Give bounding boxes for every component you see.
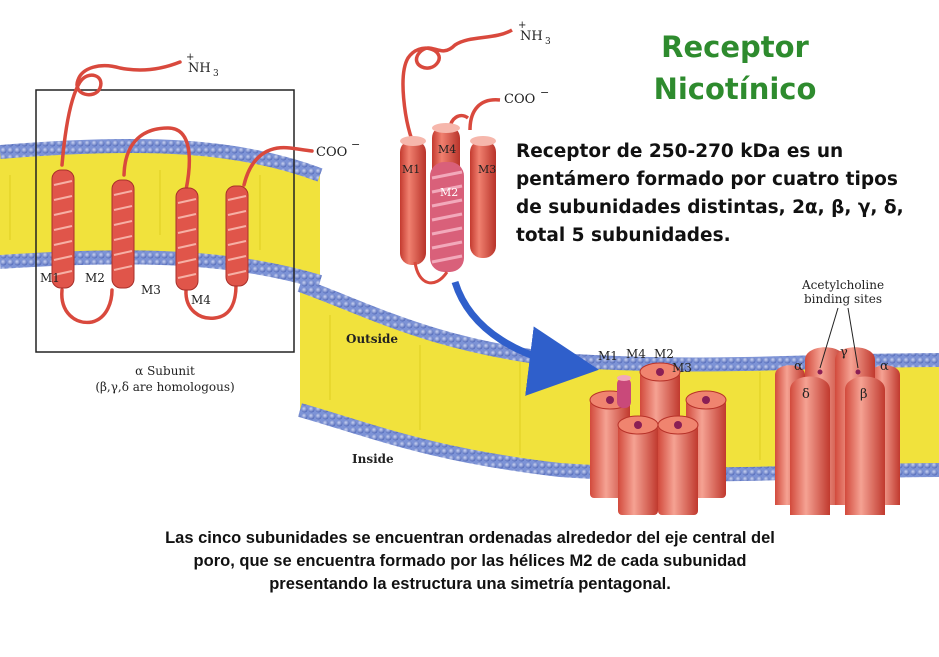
subunit-delta-label: δ (802, 387, 810, 402)
left-c-minus: − (351, 138, 360, 151)
binding-sites-label-line1: Acetylcholine (801, 278, 884, 292)
center-c-terminus: COO (504, 92, 535, 107)
description-line-4: total 5 subunidades. (516, 225, 731, 246)
left-helix-m1-label: M1 (40, 271, 60, 285)
inside-label: Inside (352, 452, 394, 466)
subunit-alpha1-label: α (794, 359, 803, 374)
center-helix-bundle (400, 28, 513, 285)
description-line-3: de subunidades distintas, 2α, β, γ, δ, (516, 197, 904, 218)
center-helix-m3-label: M3 (478, 163, 496, 176)
subunit-gamma-label: γ (840, 345, 848, 360)
description-block: Receptor de 250-270 kDa es un pentámero … (516, 138, 934, 250)
binding-pointer-right (847, 307, 859, 369)
caption-line-1: Las cinco subunidades se encuentran orde… (165, 529, 775, 547)
description-line-1: Receptor de 250-270 kDa es un (516, 141, 844, 162)
caption-line-3: presentando la estructura una simetría p… (269, 575, 671, 593)
page-title: Receptor Nicotínico (610, 26, 860, 110)
subunit-panel-frame (35, 89, 295, 353)
title-line-2: Nicotínico (653, 72, 817, 106)
alpha-subunit-topology (60, 60, 314, 325)
caption-line-2: poro, que se encuentra formado por las h… (193, 552, 747, 570)
pentamer-m2-label: M2 (654, 347, 674, 361)
left-n-sub: 3 (213, 69, 219, 79)
left-n-plus: + (186, 52, 194, 63)
pentamer-m3-label: M3 (672, 361, 692, 375)
assembly-arrow (451, 280, 599, 396)
outside-label: Outside (346, 332, 398, 346)
description-line-2: pentámero formado por cuatro tipos (516, 169, 898, 190)
caption-block: Las cinco subunidades se encuentran orde… (40, 527, 900, 596)
pentamer-m1-label: M1 (598, 349, 618, 363)
binding-pointer-left (819, 307, 839, 369)
center-n-plus: + (518, 20, 526, 31)
center-n-terminus: NH (520, 29, 543, 44)
left-helix-m2-label: M2 (85, 271, 105, 285)
title-line-1: Receptor (661, 30, 809, 64)
left-helix-m3-label: M3 (141, 283, 161, 297)
homolog-note: (β,γ,δ are homologous) (95, 380, 234, 394)
center-helix-m1-label: M1 (402, 163, 420, 176)
pentamer-assembly (589, 362, 727, 515)
center-helix-m4-label: M4 (438, 143, 456, 156)
pentamer-m4-label: M4 (626, 347, 646, 361)
center-c-minus: − (540, 86, 549, 99)
left-helix-m4-label: M4 (191, 293, 211, 307)
assembled-receptor (775, 347, 900, 515)
binding-sites-label-line2: binding sites (804, 292, 882, 306)
subunit-beta-label: β (860, 387, 868, 402)
subunit-alpha2-label: α (880, 359, 889, 374)
left-n-terminus: NH (188, 61, 211, 76)
center-n-sub: 3 (545, 37, 551, 47)
left-c-terminus: COO (316, 145, 347, 160)
alpha-subunit-helices (51, 169, 249, 291)
center-helix-m2-label: M2 (440, 186, 458, 199)
subunit-label: α Subunit (135, 364, 195, 378)
